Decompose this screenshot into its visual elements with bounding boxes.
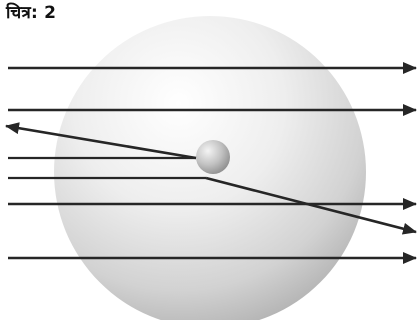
backscatter-arrow <box>5 122 197 160</box>
nucleus-sphere <box>196 140 230 174</box>
figure-label: चित्र: 2 <box>6 3 57 23</box>
